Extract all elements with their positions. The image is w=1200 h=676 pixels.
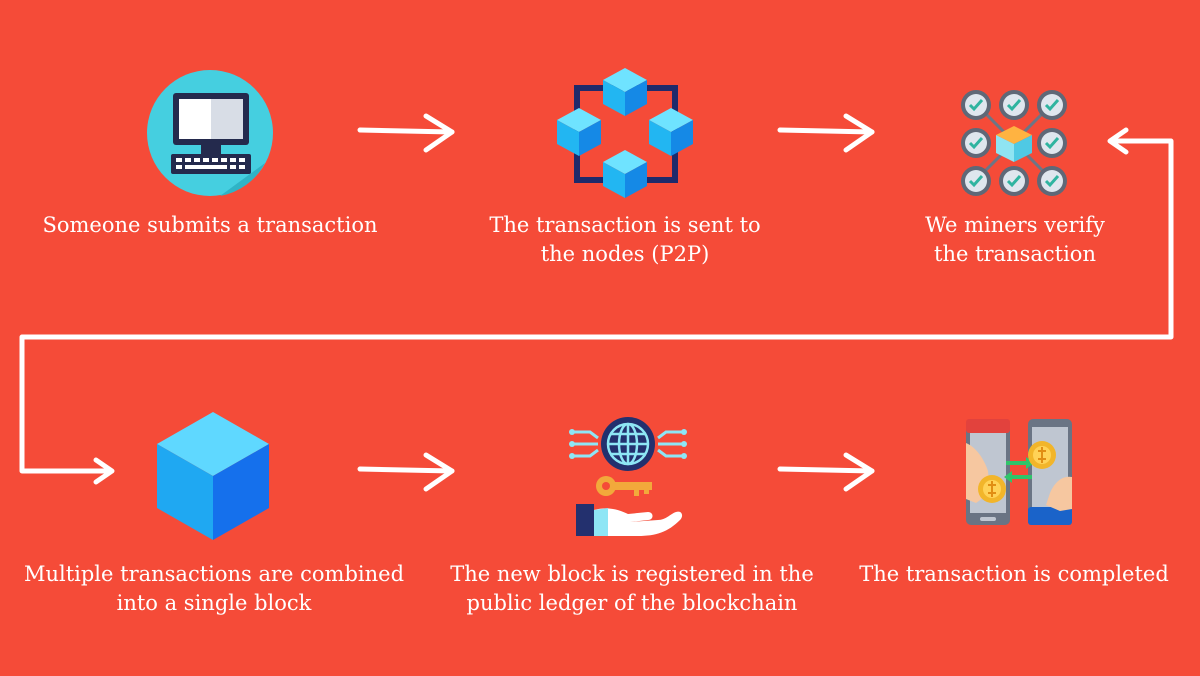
step-6-caption: The transaction is completed [844, 560, 1184, 589]
arrow-step1-to-step2 [357, 113, 455, 153]
key-icon [596, 476, 652, 496]
node-cube-top [603, 68, 647, 116]
step-2-caption: The transaction is sent to the nodes (P2… [450, 211, 800, 269]
exchange-arrows [1004, 457, 1034, 483]
step-1-caption: Someone submits a transaction [20, 211, 400, 240]
step-5-caption-line-2: public ledger of the blockchain [466, 591, 798, 615]
arrow-step4-to-step5 [357, 452, 455, 492]
step-3-caption-line-2: the transaction [934, 242, 1096, 266]
step-2-caption-line-2: the nodes (P2P) [540, 242, 710, 266]
verify-grid-icon [961, 90, 1067, 196]
hand-icon [576, 504, 683, 536]
step-4-caption-line-2: into a single block [116, 591, 312, 615]
coin-icon [978, 441, 1056, 503]
step-6-caption-line-1: The transaction is completed [859, 562, 1169, 586]
p2p-network-icon [557, 68, 693, 198]
step-3-caption-line-1: We miners verify [925, 213, 1105, 237]
step-5-caption: The new block is registered in the publi… [432, 560, 832, 618]
step-2-caption-line-1: The transaction is sent to [489, 213, 761, 237]
block-cube-icon [157, 412, 269, 540]
globe-icon [601, 417, 655, 471]
node-cube-bottom [603, 150, 647, 198]
hand-right [1046, 476, 1072, 511]
public-ledger-icon [569, 417, 687, 536]
center-cube [996, 126, 1032, 162]
arrow-step2-to-step3 [777, 113, 875, 153]
payment-complete-icon [966, 419, 1072, 525]
step-1-caption-line-1: Someone submits a transaction [42, 213, 378, 237]
step-3-caption: We miners verify the transaction [860, 211, 1170, 269]
node-cube-right [649, 108, 693, 156]
step-4-caption-line-1: Multiple transactions are combined [23, 562, 405, 586]
node-cube-left [557, 108, 601, 156]
arrow-step5-to-step6 [777, 452, 875, 492]
step-5-caption-line-1: The new block is registered in the [450, 562, 814, 586]
arrow-step3-to-step4 [19, 127, 1174, 485]
step-4-caption: Multiple transactions are combined into … [6, 560, 422, 618]
computer-icon [147, 70, 273, 196]
